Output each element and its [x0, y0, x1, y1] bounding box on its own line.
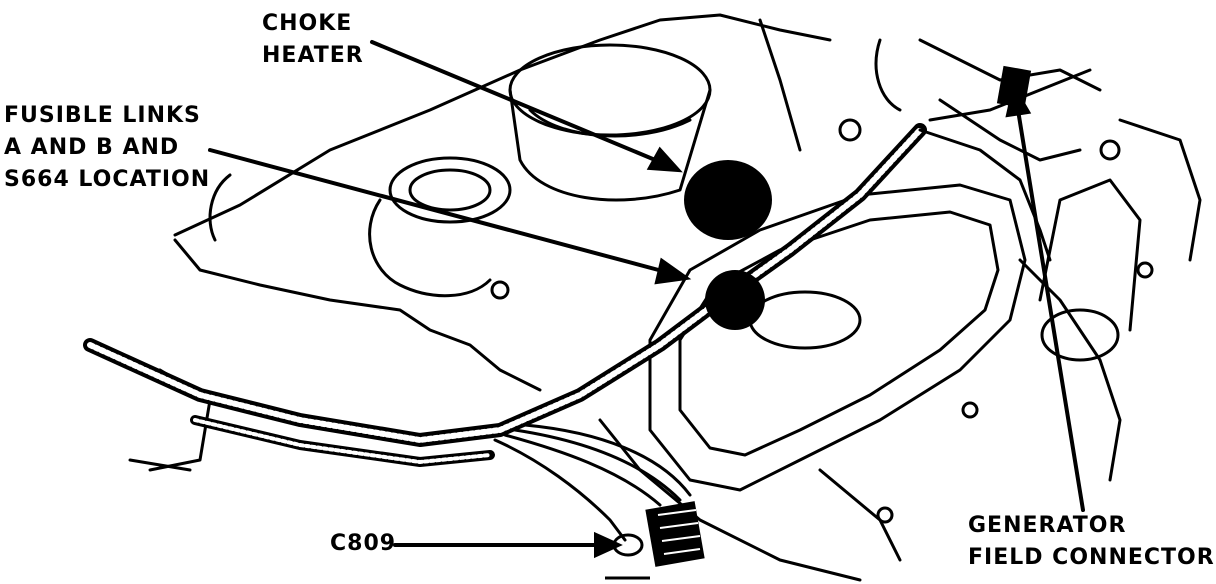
c809-wire-2	[503, 433, 662, 507]
left-clip	[128, 458, 192, 472]
generator-field-connector-label: GENERATOR FIELD CONNECTOR	[968, 510, 1215, 574]
bracket-right	[1118, 118, 1202, 262]
c809-wire-1	[493, 438, 627, 542]
hose-top-4	[938, 98, 1082, 162]
choke-heater-leader	[370, 40, 662, 164]
c809-label: C809	[330, 528, 396, 560]
bolt-2	[961, 401, 979, 419]
generator-pulley	[1040, 308, 1120, 362]
carb-bore-inner	[408, 168, 492, 212]
fusible-links-label-line3: S664 LOCATION	[4, 167, 211, 192]
hose-top-2	[874, 38, 902, 112]
generator-leader	[1016, 108, 1085, 512]
fusible-links-leader	[208, 148, 668, 274]
harness-main-core	[87, 127, 923, 443]
fusible-links-label-line2: A AND B AND	[4, 135, 180, 160]
bolt-6	[838, 118, 862, 142]
oil-filler	[748, 290, 862, 350]
hose-top-1	[758, 18, 802, 152]
fusible-link-component	[705, 270, 765, 330]
bolt-4	[1099, 139, 1121, 161]
manifold-lower-edge	[173, 238, 542, 392]
c809-label-text: C809	[330, 531, 397, 556]
block-lower	[598, 418, 862, 582]
fusible-links-label: FUSIBLE LINKS A AND B AND S664 LOCATION	[4, 100, 210, 196]
carb-neck	[368, 198, 492, 298]
air-cleaner-body	[508, 88, 712, 202]
generator-label-line1: GENERATOR	[968, 513, 1127, 538]
c809-wire-3	[513, 428, 682, 502]
choke-heater-label-line2: HEATER	[262, 43, 364, 68]
bolt-5	[1136, 261, 1154, 279]
fusible-links-arrowhead	[654, 257, 692, 285]
harness-branch-right	[918, 128, 1052, 262]
generator-arrowhead	[1005, 82, 1032, 118]
harness-lower-core	[193, 418, 492, 464]
generator-body	[1038, 178, 1142, 332]
air-cleaner-top	[508, 43, 712, 137]
c809-arrowhead	[594, 531, 623, 559]
bolt-1	[490, 280, 510, 300]
valve-cover	[648, 183, 1027, 492]
generator-label-line2: FIELD CONNECTOR	[968, 545, 1215, 570]
fusible-links-label-line1: FUSIBLE LINKS	[4, 103, 201, 128]
choke-heater-label-line1: CHOKE	[262, 11, 353, 36]
choke-heater-label: CHOKE HEATER	[262, 8, 364, 72]
carb-bore-left	[388, 156, 512, 224]
c809-wire-4	[523, 423, 692, 497]
bolt-3	[876, 506, 894, 524]
air-cleaner-inner	[528, 108, 692, 138]
head-right	[1018, 258, 1122, 482]
choke-heater-component	[684, 160, 772, 240]
intake-manifold-outline	[173, 13, 832, 237]
air-cleaner-left	[208, 173, 232, 242]
block-lower-2	[818, 468, 902, 562]
choke-heater-arrowhead	[646, 146, 683, 173]
